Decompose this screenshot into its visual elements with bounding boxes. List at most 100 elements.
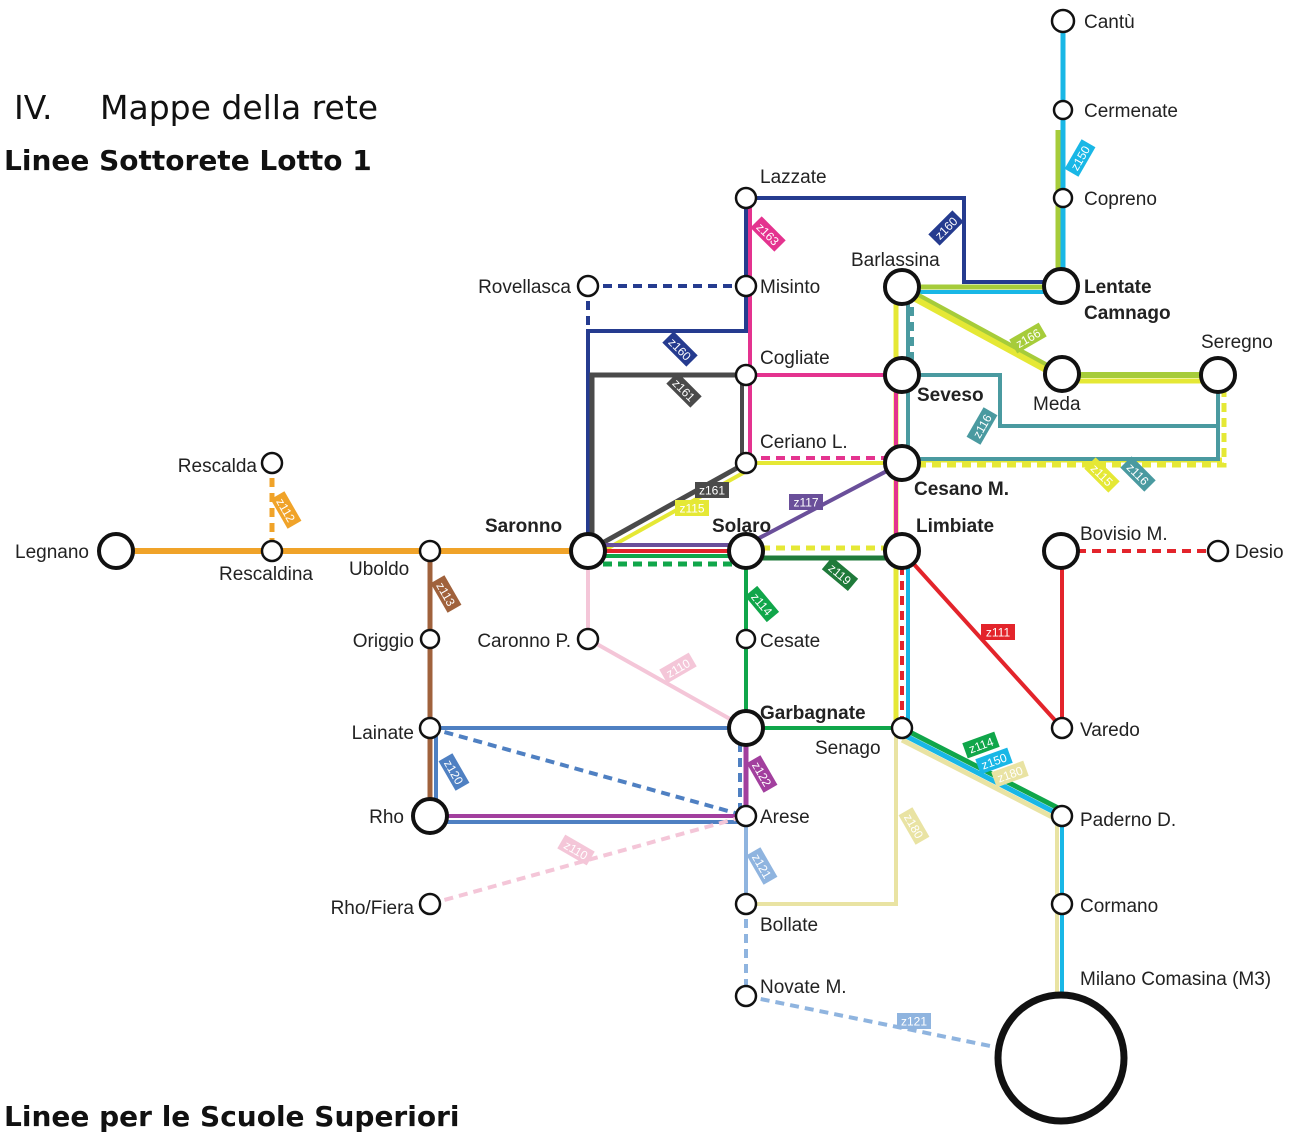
line-tag-z163: z163 (750, 216, 786, 252)
station-caronno-marker[interactable] (576, 627, 600, 651)
station-copreno-marker[interactable] (1052, 187, 1074, 209)
station-cesano-label: Cesano M. (914, 479, 1009, 500)
station-lainate-label: Lainate (352, 723, 414, 744)
route-z160-segment (586, 198, 748, 551)
route-z110-segment (429, 814, 747, 906)
station-varedo-marker[interactable] (1050, 716, 1074, 740)
station-seveso-label: Seveso (917, 385, 984, 406)
line-tag-badge (270, 491, 302, 529)
line-tag-badge (966, 407, 998, 445)
line-tag-z110: z110 (659, 652, 697, 684)
route-z160-segment (746, 196, 1061, 284)
route-z115-segment (593, 466, 753, 558)
station-bovisio-label: Bovisio M. (1080, 524, 1168, 545)
station-comasina-marker[interactable] (994, 991, 1128, 1125)
station-origgio-label: Origgio (353, 631, 414, 652)
route-z116-segment (912, 373, 1218, 428)
station-cesate-label: Cesate (760, 631, 820, 652)
line-tag-badge (746, 755, 778, 793)
station-caronno-label: Caronno P. (477, 631, 571, 652)
route-z116-segment (902, 375, 1220, 461)
station-lentate-marker[interactable] (1042, 267, 1080, 305)
station-novate-marker[interactable] (734, 984, 758, 1008)
station-cantu-marker[interactable] (1050, 8, 1076, 34)
route-z150-segment (900, 731, 1064, 819)
station-origgio-marker[interactable] (419, 628, 441, 650)
station-desio-marker[interactable] (1206, 539, 1230, 563)
route-z120-segment (429, 726, 747, 818)
station-rho-label: Rho (369, 807, 404, 828)
station-paderno-label: Paderno D. (1080, 810, 1176, 831)
station-cesate-marker[interactable] (735, 628, 757, 650)
station-rescaldina-marker[interactable] (260, 539, 284, 563)
station-cormano-marker[interactable] (1050, 892, 1074, 916)
line-tag-badge (557, 834, 595, 866)
station-cormano-label: Cormano (1080, 896, 1158, 917)
station-barlassina-label: Barlassina (851, 250, 940, 271)
route-z166-segment (900, 284, 1064, 377)
section-heading: IV.Mappe della rete (14, 88, 378, 127)
line-tag-badge (962, 731, 1000, 759)
station-legnano-marker[interactable] (97, 532, 135, 570)
station-meda-label: Meda (1033, 394, 1081, 415)
line-tag-badge (1009, 322, 1047, 354)
station-bovisio-marker[interactable] (1042, 532, 1080, 570)
line-tag-badge (1064, 139, 1096, 177)
station-seregno-marker[interactable] (1199, 356, 1237, 394)
route-z121-segment (745, 994, 1001, 1050)
station-cermenate-label: Cermenate (1084, 101, 1178, 122)
line-tag-badge (430, 575, 462, 613)
station-ceriano-label: Ceriano L. (760, 432, 848, 453)
line-tag-z161: z161 (666, 372, 702, 408)
line-tag-z161: z161 (695, 482, 729, 498)
station-rhofiera-label: Rho/Fiera (331, 898, 415, 919)
station-senago-marker[interactable] (890, 716, 914, 740)
station-cogliate-label: Cogliate (760, 348, 830, 369)
station-seveso-marker[interactable] (883, 356, 921, 394)
station-garbagnate-marker[interactable] (727, 709, 765, 747)
station-uboldo-marker[interactable] (418, 539, 442, 563)
station-rescalda-marker[interactable] (260, 451, 284, 475)
station-limbiate-marker[interactable] (883, 532, 921, 570)
station-comasina-label: Milano Comasina (M3) (1080, 969, 1271, 990)
line-tag-z110: z110 (557, 834, 595, 866)
station-lazzate-marker[interactable] (734, 186, 758, 210)
station-rhofiera-marker[interactable] (418, 892, 442, 916)
station-varedo-label: Varedo (1080, 720, 1140, 741)
line-tag-z119: z119 (821, 556, 859, 592)
station-bollate-marker[interactable] (734, 892, 758, 916)
station-rescalda-label: Rescalda (178, 456, 258, 477)
station-cogliate-marker[interactable] (734, 363, 758, 387)
line-tag-z180: z180 (898, 807, 930, 845)
station-paderno-marker[interactable] (1050, 804, 1074, 828)
station-cesano-marker[interactable] (883, 444, 921, 482)
station-cantu-label: Cantù (1084, 12, 1135, 33)
station-meda-marker[interactable] (1043, 355, 1081, 393)
station-misinto-marker[interactable] (734, 274, 758, 298)
line-tag-z120: z120 (438, 753, 470, 791)
line-tag-badge (1120, 456, 1156, 492)
line-tag-badge (750, 216, 786, 252)
station-rovellasca-marker[interactable] (576, 274, 600, 298)
station-arese-marker[interactable] (734, 804, 758, 828)
station-cermenate-marker[interactable] (1052, 99, 1074, 121)
station-solaro-marker[interactable] (727, 532, 765, 570)
station-senago-label: Senago (815, 738, 881, 759)
line-tag-text: z117 (793, 496, 818, 510)
station-lainate-marker[interactable] (418, 716, 442, 740)
station-ceriano-marker[interactable] (734, 451, 758, 475)
station-markers (97, 8, 1237, 1125)
line-tag-z112: z112 (270, 491, 302, 529)
line-tag-z150: z150 (1064, 139, 1096, 177)
route-z180-segment (900, 737, 1064, 825)
line-tag-z121: z121 (746, 847, 778, 885)
route-z161-segment (586, 460, 748, 554)
station-novate-label: Novate M. (760, 977, 847, 998)
station-saronno-marker[interactable] (569, 532, 607, 570)
station-desio-label: Desio (1235, 542, 1284, 563)
station-barlassina-marker[interactable] (883, 268, 921, 306)
station-arese-label: Arese (760, 807, 810, 828)
station-rho-marker[interactable] (411, 797, 449, 835)
